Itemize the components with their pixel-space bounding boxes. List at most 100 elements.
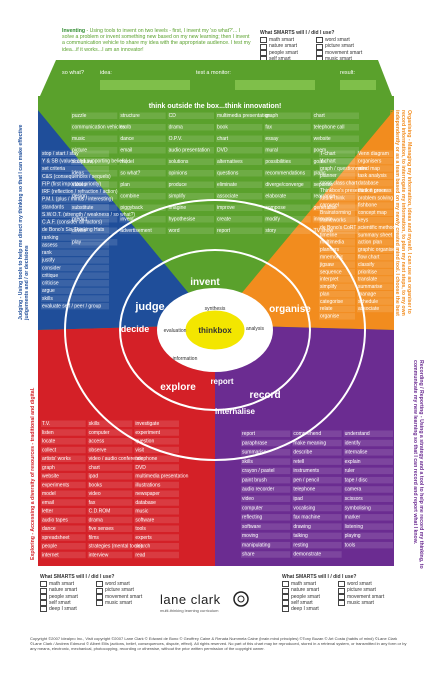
smart-checkbox[interactable] (338, 587, 345, 594)
smart-label: music smart (325, 55, 352, 62)
tool-cell (357, 231, 393, 239)
tool-label: strategies (mental tools) (89, 544, 143, 550)
tool-label: stop / start / stay (42, 151, 79, 157)
smart-checkbox[interactable] (316, 43, 323, 50)
smart-checkbox[interactable] (338, 599, 345, 606)
tool-label: innovate (314, 217, 333, 223)
tool-label: modify (265, 217, 280, 223)
smart-label: people smart (291, 593, 320, 600)
tool-cell (216, 181, 263, 188)
tool-label: toolb (120, 125, 131, 131)
smart-checkbox[interactable] (260, 43, 267, 50)
test-field[interactable] (235, 80, 315, 90)
tool-cell (216, 193, 263, 200)
invent-label: invent (190, 277, 220, 288)
tool-cell (312, 216, 359, 223)
tool-cell (167, 124, 214, 131)
tool-label: tools (345, 542, 356, 548)
tool-cell (87, 429, 133, 436)
result-label: result: (340, 70, 355, 76)
tool-cell (312, 124, 359, 131)
tool-cell (87, 455, 133, 462)
tool-cell (119, 204, 166, 211)
tool-cell (312, 227, 359, 234)
tool-label: artists' works (42, 456, 71, 462)
smart-checkbox[interactable] (96, 599, 103, 606)
tool-label: CD (169, 113, 177, 119)
tool-cell (264, 112, 311, 119)
tool-label: summarise (358, 284, 383, 290)
outer-ring (64, 199, 366, 461)
tool-label: ipad (89, 474, 99, 480)
tool-label: locate (42, 439, 56, 445)
tool-cell (264, 147, 311, 154)
smart-checkbox[interactable] (338, 593, 345, 600)
tool-label: invent (120, 217, 134, 223)
smart-checkbox[interactable] (40, 606, 47, 613)
smart-label: movement smart (347, 593, 385, 600)
tool-label: set criteria (42, 166, 65, 172)
tool-cell (343, 467, 393, 475)
tool-label: skills (42, 296, 53, 302)
tool-cell (264, 124, 311, 131)
tool-label: associate (217, 194, 238, 200)
tool-label: letter (42, 509, 53, 515)
smart-checkbox[interactable] (282, 581, 289, 588)
smart-checkbox[interactable] (40, 599, 47, 606)
tool-label: so what? (120, 171, 140, 177)
tool-cell (264, 193, 311, 200)
tool-label: telephone call (314, 125, 345, 131)
smart-checkbox[interactable] (316, 49, 323, 56)
tool-label: database (358, 181, 379, 187)
smart-checkbox[interactable] (260, 49, 267, 56)
tool-label: skills (242, 459, 253, 465)
tool-cell (41, 257, 109, 264)
so-what-label: so what? (62, 70, 84, 76)
tool-label: read (135, 552, 145, 558)
tool-label: internet (42, 552, 59, 558)
tool-cell (41, 516, 86, 524)
smart-checkbox[interactable] (282, 593, 289, 600)
smart-checkbox[interactable] (282, 587, 289, 594)
smart-checkbox[interactable] (40, 593, 47, 600)
smart-checkbox[interactable] (316, 37, 323, 44)
smart-label: nature smart (269, 43, 298, 50)
tool-cell (119, 147, 166, 154)
tool-cell (41, 203, 109, 211)
smart-checkbox[interactable] (40, 581, 47, 588)
tool-cell (41, 534, 86, 541)
smart-checkbox[interactable] (96, 593, 103, 600)
smart-checkbox[interactable] (96, 587, 103, 594)
tool-label: cross class chart (320, 181, 358, 187)
tool-label: piggyback (120, 205, 143, 211)
tool-label: newspaper (135, 491, 160, 497)
smart-checkbox[interactable] (282, 599, 289, 606)
tool-cell (41, 219, 109, 226)
result-field[interactable] (340, 80, 376, 90)
tool-label: rank (42, 250, 52, 256)
smart-checkbox[interactable] (96, 581, 103, 588)
idea-field[interactable] (100, 80, 190, 90)
tool-cell (41, 481, 86, 489)
tool-cell (292, 449, 342, 456)
smart-checkbox[interactable] (338, 581, 345, 588)
tool-cell (119, 193, 166, 200)
tool-cell (41, 438, 86, 445)
tool-label: marker (345, 515, 361, 521)
tool-label: criticise (42, 281, 59, 287)
internalise-label: internalise (215, 407, 256, 416)
tool-cell (357, 305, 393, 313)
smart-checkbox[interactable] (260, 37, 267, 44)
tool-cell (357, 253, 393, 261)
tool-cell (292, 541, 342, 549)
tool-label: plans (314, 171, 326, 177)
tool-cell (87, 499, 133, 506)
tool-label: carousel (320, 203, 339, 209)
tool-cell (292, 430, 342, 437)
tool-cell (134, 429, 179, 436)
smart-checkbox[interactable] (282, 606, 289, 613)
tool-cell (319, 187, 355, 194)
smart-label: movement smart (105, 593, 143, 600)
tool-cell (343, 458, 393, 465)
smart-checkbox[interactable] (40, 587, 47, 594)
